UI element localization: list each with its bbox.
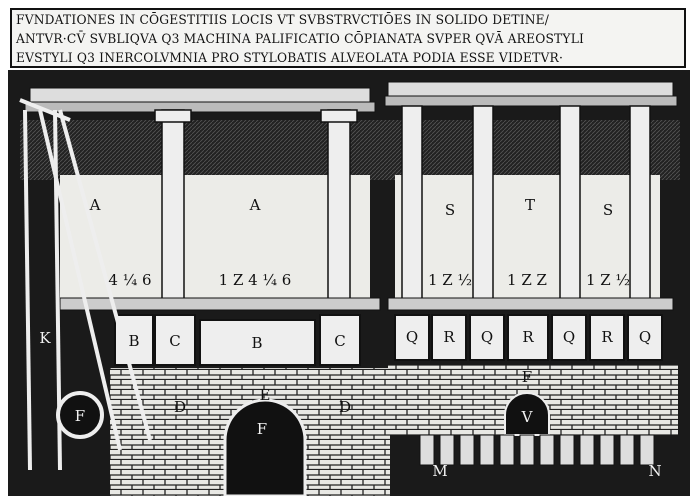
label-f: F: [522, 368, 532, 386]
label-d: D: [339, 398, 351, 416]
measure-label: 1 Z ½: [586, 271, 630, 289]
caption-line: FVNDATIONES IN CŌGESTITIIS LOCIS VT SVBS…: [16, 13, 550, 28]
measure-label: 1 Z Z: [507, 271, 547, 289]
label-q: Q: [639, 328, 651, 346]
pile-driver-scaffold: [19, 98, 152, 471]
label-s: S: [445, 201, 455, 219]
label-a: A: [249, 196, 261, 214]
label-q: Q: [406, 328, 418, 346]
label-b: B: [128, 332, 139, 350]
left-building: [24, 87, 390, 496]
label-r: R: [601, 328, 613, 346]
label-a: A: [89, 196, 101, 214]
label-e: E: [260, 386, 271, 404]
measure-label: 1 Z ½: [428, 271, 472, 289]
label-k: K: [39, 329, 51, 347]
label-f: F: [75, 407, 85, 425]
label-s: S: [603, 201, 613, 219]
right-building: [384, 81, 678, 466]
caption-line: ANTVR·CV̄ SVBLIQVA Q3 MACHINA PALIFICATI…: [16, 32, 585, 47]
label-c: C: [169, 332, 180, 350]
label-f: F: [257, 420, 267, 438]
label-q: Q: [481, 328, 493, 346]
label-t: T: [525, 196, 535, 214]
label-r: R: [443, 328, 455, 346]
label-n: N: [648, 462, 661, 480]
label-m: M: [432, 462, 447, 480]
label-v: V: [521, 408, 534, 426]
label-r: R: [522, 328, 534, 346]
measure-label: 4 ¼ 6: [108, 271, 151, 289]
measure-label: 1 Z 4 ¼ 6: [219, 271, 292, 289]
label-d: D: [174, 398, 186, 416]
label-b: B: [251, 334, 262, 352]
woodcut-illustration: A A 4 ¼ 6 1 Z 4 ¼ 6 B C B C E F D D K F …: [8, 70, 690, 496]
label-c: C: [334, 332, 345, 350]
caption-box: FVNDATIONES IN CŌGESTITIIS LOCIS VT SVBS…: [10, 8, 686, 68]
label-q: Q: [563, 328, 575, 346]
caption-line: EVSTYLI Q3 INERCOLVMNIA PRO STYLOBATIS A…: [16, 51, 564, 66]
